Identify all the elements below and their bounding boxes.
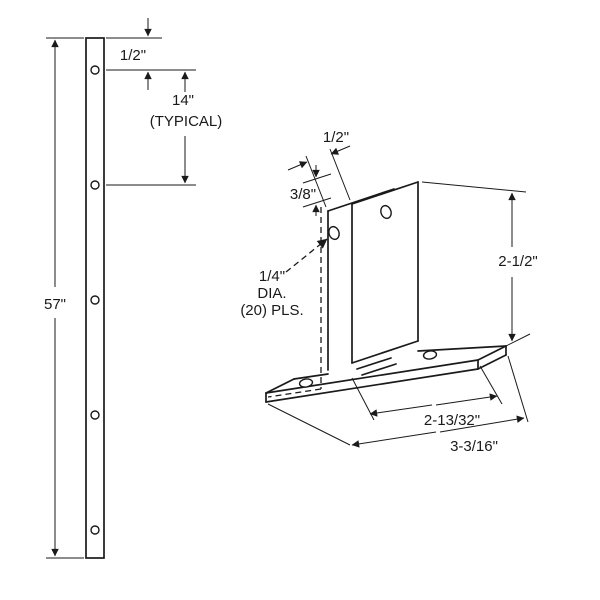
base-back-edge <box>293 373 329 380</box>
extension-line <box>305 155 327 208</box>
dim-slot-width: 1/2" <box>287 129 351 208</box>
ear-height-label: 2-1/2" <box>498 253 538 270</box>
base-hole <box>298 378 314 388</box>
hole-callout-line3: (20) PLS. <box>240 302 303 319</box>
extension-line <box>302 173 332 184</box>
bracket-iso-view: 1/2" 3/8" 2-1/2" 1/4" DIA. (20) PLS. <box>240 129 537 455</box>
ear-offset-label: 3/8" <box>290 186 316 203</box>
dim-total-length: 57" <box>44 39 66 557</box>
edge-offset-label: 1/2" <box>120 47 146 64</box>
base-left-end-edge <box>265 378 295 394</box>
slot-floor-line <box>356 357 392 370</box>
bracket-outline <box>265 181 507 403</box>
bar-hole <box>90 180 100 190</box>
hole-callout-line2: DIA. <box>257 285 286 302</box>
dim-ear-height: 2-1/2" <box>421 181 538 359</box>
total-length-label: 57" <box>44 296 66 313</box>
right-ear-top-edge <box>351 181 419 205</box>
extension-line <box>421 181 527 193</box>
base-front-edge <box>265 359 479 394</box>
bar-hole <box>90 525 100 535</box>
side-bar-view: 1/2" 14" (TYPICAL) 57" <box>44 18 223 559</box>
ear-hole <box>380 204 392 220</box>
dim-edge-offset: 1/2" <box>120 18 152 90</box>
hole-spacing-label: 14" <box>172 92 194 109</box>
dim-base-length: 3-3/16" <box>267 355 529 455</box>
hidden-panel-lines <box>267 207 322 398</box>
dim-ear-offset: 3/8" <box>290 165 332 216</box>
extension-line <box>481 333 531 359</box>
dim-arrow <box>369 404 433 417</box>
dim-arrow <box>435 393 498 406</box>
hole-spacing-note: (TYPICAL) <box>150 113 223 130</box>
base-bottom-edge <box>265 368 479 403</box>
dim-arrow <box>287 161 308 171</box>
base-length-label: 3-3/16" <box>450 438 498 455</box>
hidden-edge <box>267 388 322 398</box>
extension-line <box>507 355 529 423</box>
dim-hole-spacing: 14" (TYPICAL) <box>150 71 223 184</box>
base-hole-span-label: 2-13/32" <box>424 412 480 429</box>
leader-line <box>285 238 328 273</box>
extension-line <box>267 403 351 446</box>
dim-base-hole-span: 2-13/32" <box>351 365 503 429</box>
slot-width-label: 1/2" <box>323 129 349 146</box>
bar-hole <box>90 295 100 305</box>
extension-line <box>302 197 332 208</box>
dim-arrow <box>439 415 525 433</box>
hole-callout-line1: 1/4" <box>259 268 285 285</box>
bar-hole <box>90 410 100 420</box>
left-ear-top-edge <box>327 188 395 212</box>
dim-arrow <box>351 431 437 448</box>
slot-floor-line <box>361 363 397 376</box>
bar-hole <box>90 65 100 75</box>
extension-line <box>479 365 503 405</box>
base-hole <box>422 350 438 360</box>
dim-arrow <box>330 145 351 155</box>
base-bottom-right-edge <box>477 354 507 370</box>
hole-callout: 1/4" DIA. (20) PLS. <box>240 238 328 319</box>
ear-hole <box>328 225 340 241</box>
base-back-edge <box>417 345 507 352</box>
right-ear-bottom-edge <box>351 340 419 364</box>
extension-line <box>329 148 351 201</box>
